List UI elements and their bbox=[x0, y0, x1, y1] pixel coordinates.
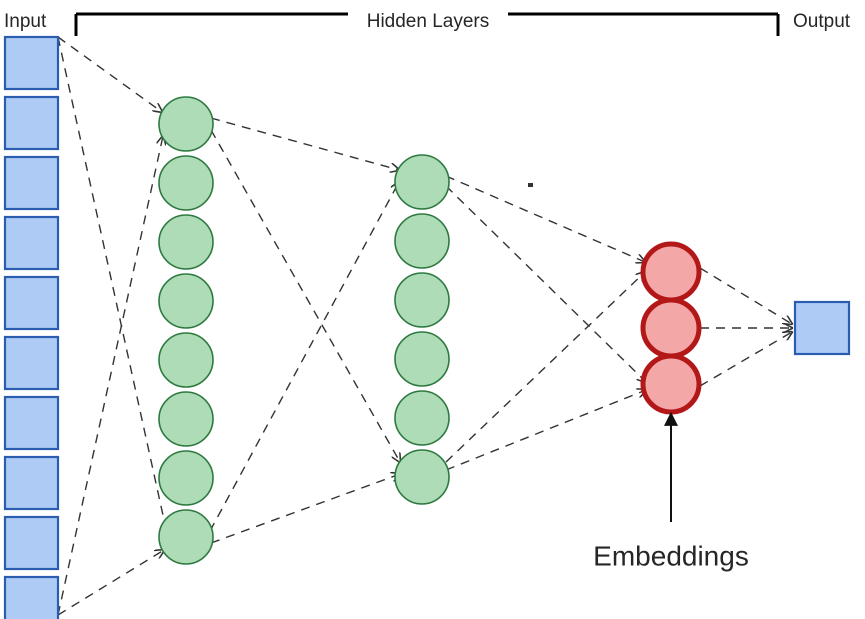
hidden-layer-1-node bbox=[158, 391, 214, 447]
connection-line bbox=[210, 117, 399, 170]
hidden-layer-1-node bbox=[158, 96, 214, 152]
hidden-layer-2-node bbox=[394, 390, 450, 446]
stray-dash-icon bbox=[528, 183, 533, 187]
connection-line bbox=[699, 267, 792, 324]
connection-line bbox=[57, 36, 168, 538]
input-layer-node bbox=[3, 395, 60, 451]
stray-dash-mark bbox=[528, 183, 533, 187]
hidden-layer-1-node bbox=[158, 155, 214, 211]
input-layer-node bbox=[3, 275, 60, 331]
connection-line bbox=[57, 550, 164, 616]
connection-line bbox=[445, 185, 646, 382]
network-nodes bbox=[3, 35, 851, 619]
hidden-layer-1-node bbox=[158, 214, 214, 270]
hidden-layer-2-node bbox=[394, 154, 450, 210]
connection-line bbox=[445, 390, 646, 471]
connection-line bbox=[57, 36, 162, 112]
hidden-layer-1-node bbox=[158, 509, 214, 565]
hidden-layer-2-node bbox=[394, 213, 450, 269]
hidden-layer-2-node bbox=[394, 331, 450, 387]
connection-line bbox=[699, 332, 792, 387]
input-layer-node bbox=[3, 95, 60, 151]
connection-line bbox=[445, 272, 645, 463]
input-layer-node bbox=[3, 215, 60, 271]
hidden-layers-label: Hidden Layers bbox=[367, 11, 490, 32]
hidden-layers-bracket bbox=[74, 12, 780, 36]
connection-line bbox=[445, 175, 645, 262]
embedding-layer-node bbox=[640, 297, 702, 359]
hidden-layer-1-node bbox=[158, 450, 214, 506]
embedding-layer-node bbox=[640, 241, 702, 303]
connection-line bbox=[210, 129, 400, 462]
connection-line bbox=[57, 136, 163, 616]
connection-line bbox=[210, 474, 400, 544]
hidden-layer-1-node bbox=[158, 273, 214, 329]
input-layer-node bbox=[3, 515, 60, 571]
input-layer-node bbox=[3, 335, 60, 391]
embedding-layer-node bbox=[640, 353, 702, 415]
hidden-layer-2-node bbox=[394, 449, 450, 505]
input-layer-node bbox=[3, 575, 60, 619]
input-layer-node bbox=[3, 155, 60, 211]
connection-lines bbox=[57, 36, 792, 616]
input-layer-node bbox=[3, 35, 60, 91]
embeddings-label: Embeddings bbox=[593, 540, 749, 571]
output-layer-node bbox=[793, 300, 851, 356]
hidden-layer-2-node bbox=[394, 272, 450, 328]
connection-line bbox=[209, 182, 399, 532]
input-label: Input bbox=[4, 11, 47, 32]
input-layer-node bbox=[3, 455, 60, 511]
hidden-layer-1-node bbox=[158, 332, 214, 388]
output-label: Output bbox=[793, 11, 851, 32]
